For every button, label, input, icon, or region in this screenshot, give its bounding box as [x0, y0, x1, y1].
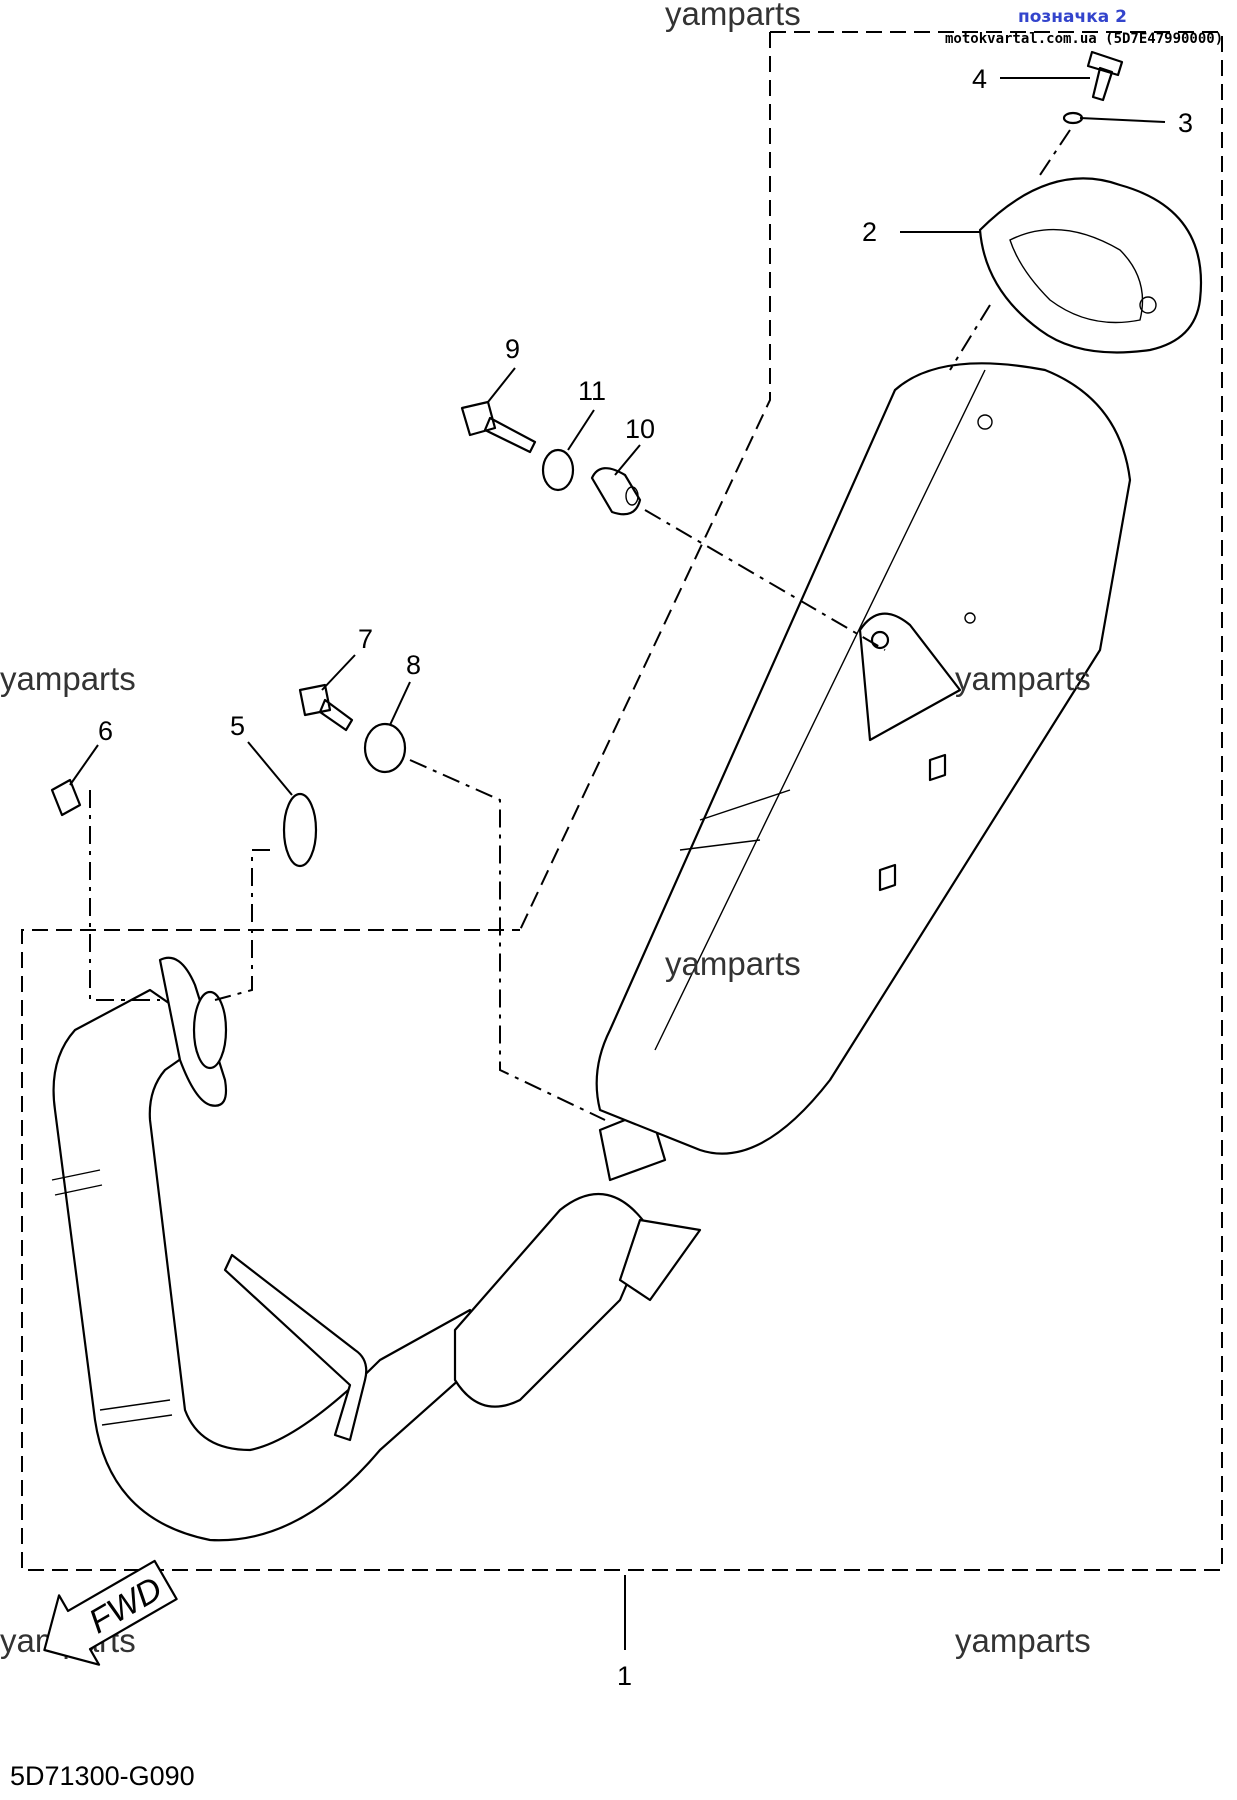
muffler-boundary	[519, 32, 771, 931]
leader-dash-10	[644, 509, 886, 651]
vent-a	[928, 753, 947, 782]
bolt-7	[298, 683, 354, 732]
washer-11	[541, 448, 575, 492]
leader-dash-3	[1039, 129, 1071, 176]
gasket-5	[282, 792, 318, 868]
callout-2: 2	[862, 217, 877, 247]
end-cap-screw-hole	[1139, 296, 1157, 314]
end-cap-inner	[1009, 228, 1144, 324]
rivet-b	[964, 612, 976, 624]
leader-6	[69, 744, 99, 786]
watermark-bottom-right: yamparts	[955, 1622, 1091, 1659]
rivet-a	[977, 414, 993, 430]
callout-5: 5	[230, 711, 245, 741]
callout-7: 7	[358, 624, 373, 654]
muffler-seam	[654, 369, 986, 1051]
leader-5	[247, 741, 293, 796]
spacer-8	[363, 722, 407, 774]
callout-8: 8	[406, 650, 421, 680]
heat-shield-lower	[618, 1218, 702, 1302]
watermark-center: yamparts	[665, 945, 801, 982]
collar-bore	[625, 486, 639, 506]
sensor-tube	[223, 1253, 368, 1442]
leader-dash-5	[214, 849, 270, 1001]
bolt-9	[460, 400, 537, 454]
callout-9: 9	[505, 334, 520, 364]
stamp-source: motokvartal.com.ua (5D7E47990000)	[945, 31, 1223, 47]
callout-11: 11	[578, 376, 606, 406]
watermark-right: yamparts	[955, 660, 1091, 697]
leader-3	[1079, 117, 1166, 123]
watermark-left: yamparts	[0, 660, 136, 697]
header-bands	[51, 1169, 173, 1426]
washer-3	[1062, 111, 1084, 125]
leader-8	[389, 681, 411, 726]
assembly-boundary	[21, 31, 1223, 1571]
callout-1: 1	[617, 1661, 632, 1691]
leader-7	[321, 654, 356, 691]
watermark-top: yamparts	[665, 0, 801, 32]
callout-3: 3	[1178, 108, 1193, 138]
callout-10: 10	[625, 414, 655, 444]
diagram-code: 5D71300-G090	[10, 1761, 195, 1791]
leader-10	[614, 444, 641, 476]
callout-6: 6	[98, 716, 113, 746]
leader-dash-6	[89, 790, 160, 1001]
stamp-title: позначка 2	[1018, 7, 1127, 27]
leader-dash-8	[409, 759, 606, 1121]
flange-port	[192, 990, 228, 1070]
fwd-arrow-shape	[43, 1559, 178, 1666]
leader-11	[567, 409, 595, 451]
header-pipe	[52, 988, 472, 1542]
callout-4: 4	[972, 64, 987, 94]
screw-4	[1086, 50, 1124, 102]
muffler-body	[595, 362, 1132, 1155]
leader-dash-2	[949, 304, 991, 371]
vent-b	[878, 863, 897, 892]
end-cap	[978, 177, 1203, 354]
leader-9	[487, 367, 516, 403]
fwd-arrow: FWD	[43, 1559, 178, 1666]
bracket-hole	[870, 630, 890, 650]
nut-6	[50, 778, 82, 817]
catalyst-body	[453, 1192, 652, 1408]
